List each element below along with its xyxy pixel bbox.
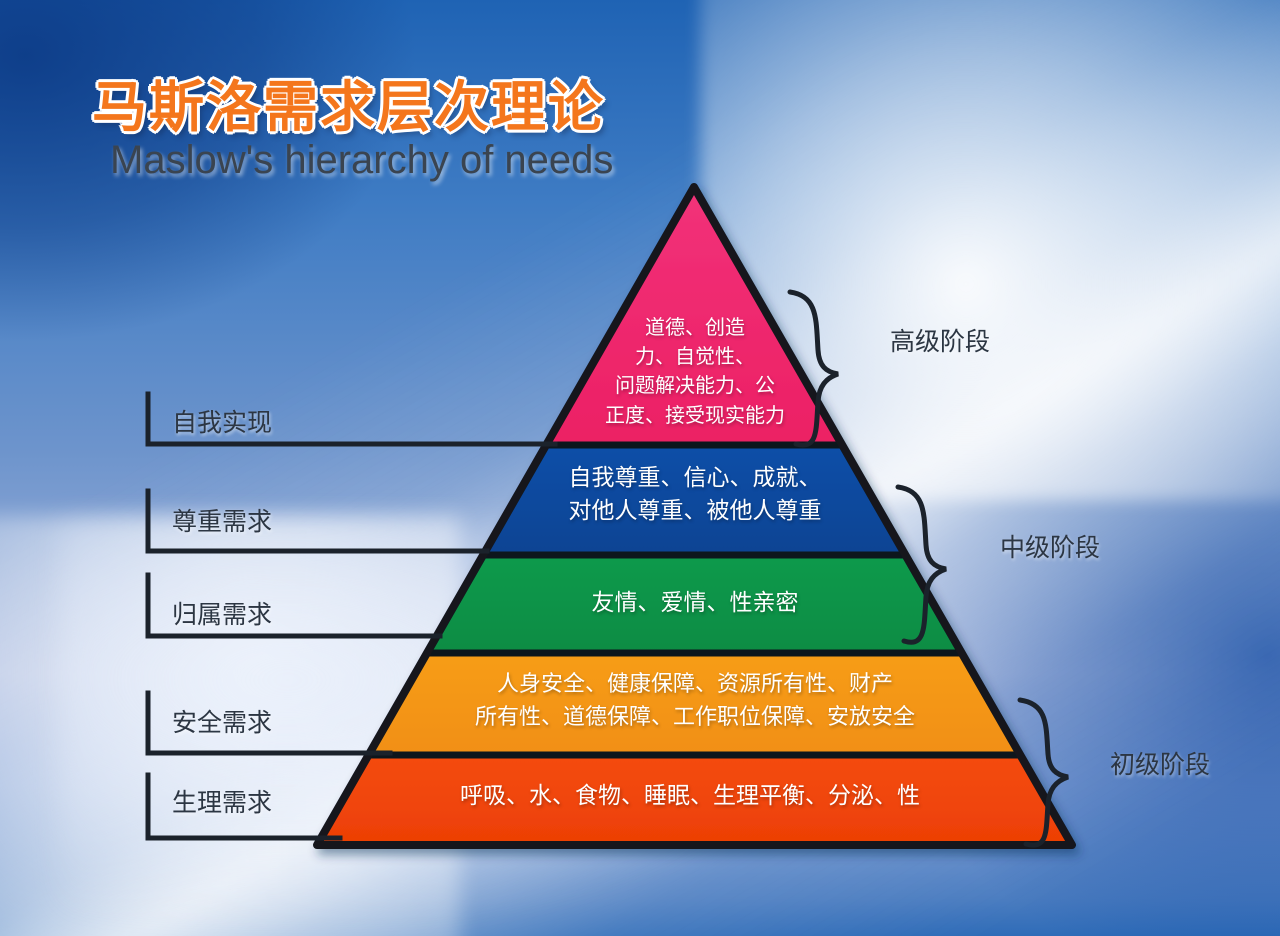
left-label-physiological: 生理需求 [172,788,273,817]
left-label-self-actualization: 自我实现 [172,408,273,437]
page-title-chinese: 马斯洛需求层次理论 [92,75,606,139]
left-label-belonging: 归属需求 [172,600,273,629]
page-title-english: Maslow's hierarchy of needs [110,138,614,182]
left-label-esteem: 尊重需求 [172,507,273,536]
right-label-advanced: 高级阶段 [890,327,991,356]
right-label-intermediate: 中级阶段 [1000,533,1101,562]
background-glow-top-right [700,0,1280,500]
left-label-safety: 安全需求 [172,708,273,737]
right-label-primary: 初级阶段 [1110,750,1211,779]
